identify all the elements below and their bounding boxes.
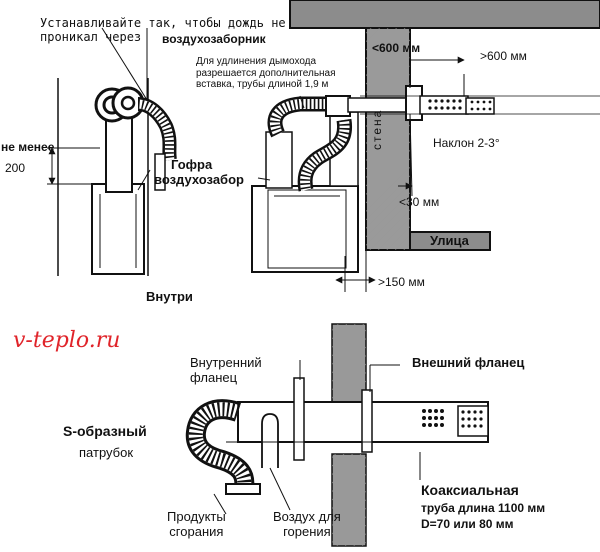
label-inside: Внутри [146,289,193,304]
label-street: Улица [430,233,469,248]
street-ledge [409,231,491,251]
top-wall-section [289,0,600,251]
note-extension: Для удлинения дымохода разрешается допол… [196,56,336,90]
boiler-body-left [91,183,145,275]
label-diameter: D=70 или 80 мм [421,517,514,531]
label-outer-flange: Внешний фланец [412,355,525,370]
bottom-coaxial-section [185,323,489,547]
label-corrugation: Гофра [171,157,213,172]
label-wall: стена [370,108,384,150]
label-dist-30: <30 мм [399,195,440,209]
label-air-intake: воздухозаборник [162,32,266,46]
label-min: не менее [1,140,55,154]
outer-flange [361,389,373,453]
boiler-body-mid [251,185,359,273]
label-dist-wall: <600 мм [372,41,421,55]
top-left-boiler [47,27,177,276]
ceiling-slab [289,0,600,29]
label-combustion-air: Воздух для горения [273,509,341,539]
label-dist-150: >150 мм [378,275,425,289]
top-mid-boiler [251,46,600,292]
label-slope: Наклон 2-3° [433,136,500,150]
note-rain: Устанавливайте так, чтобы дождь не прони… [40,16,286,44]
watermark-site: v-teplo.ru [13,328,121,353]
air-inlet-pipe [261,413,279,468]
label-pipe-spec: труба длина 1100 мм [421,501,546,515]
label-s-pipe: S-образный [63,423,147,439]
label-min-value: 200 [5,161,26,175]
label-air-intake-2: воздухозабор [154,172,244,187]
label-combustion-products: Продукты сгорания [167,509,226,539]
label-s-pipe-2: патрубок [79,445,134,460]
terminal-top [465,97,495,115]
label-dist-out: >600 мм [480,49,527,63]
label-inner-flange: Внутренний фланец [190,355,262,385]
label-coaxial: Коаксиальная [421,482,519,498]
wall-hatch [366,28,410,250]
inner-flange [293,377,305,461]
